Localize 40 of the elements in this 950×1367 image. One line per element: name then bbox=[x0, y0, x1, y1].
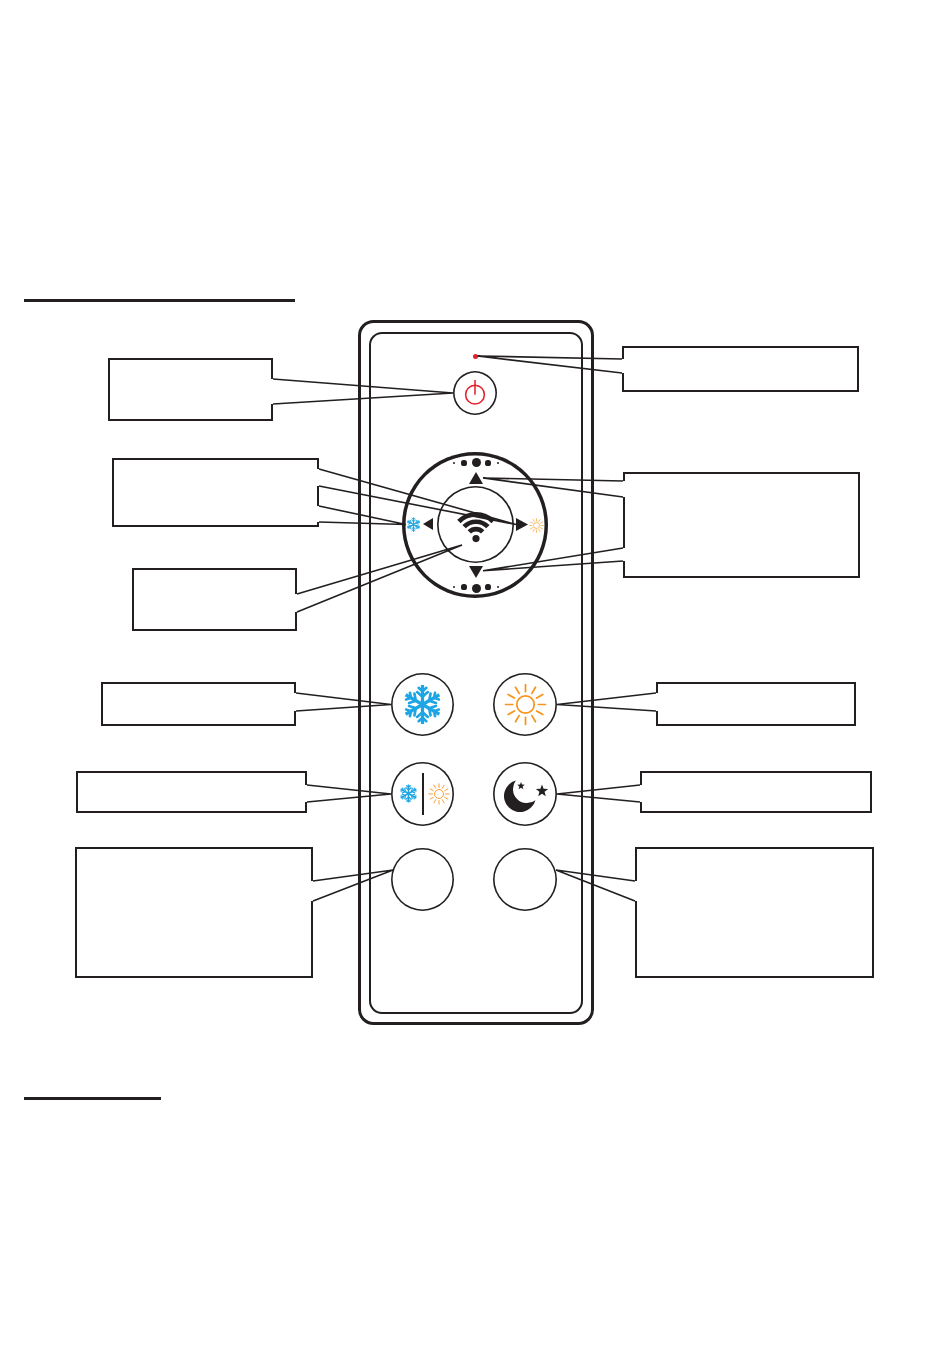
down-arrow-icon bbox=[469, 566, 483, 578]
callout-box bbox=[635, 847, 874, 978]
leader-line bbox=[296, 544, 463, 613]
round-button bbox=[391, 848, 454, 911]
leader-line bbox=[482, 477, 624, 498]
callout-box bbox=[640, 771, 872, 813]
round-button bbox=[493, 848, 557, 911]
leader-line bbox=[476, 355, 623, 374]
snowflake-icon bbox=[406, 517, 421, 532]
callout-box bbox=[623, 472, 860, 578]
snowflake-button bbox=[391, 673, 454, 736]
sun-button bbox=[493, 673, 557, 736]
indicator-light bbox=[472, 353, 478, 359]
remote-control-body bbox=[358, 320, 594, 1025]
callout-box bbox=[75, 847, 313, 978]
leader-line bbox=[556, 692, 657, 712]
leader-line bbox=[482, 547, 624, 572]
callout-box bbox=[108, 358, 273, 421]
right-arrow-icon bbox=[516, 518, 528, 531]
leader-line bbox=[318, 505, 407, 526]
leader-line bbox=[555, 869, 636, 902]
leader-line bbox=[318, 468, 517, 526]
left-arrow-icon bbox=[423, 518, 433, 530]
callout-box bbox=[656, 682, 856, 726]
callout-box bbox=[76, 771, 307, 813]
snowflake-sun-button bbox=[391, 762, 454, 826]
leader-line bbox=[556, 784, 641, 803]
power-button bbox=[453, 371, 497, 415]
up-arrow-icon bbox=[469, 472, 483, 484]
callout-box bbox=[132, 568, 297, 631]
leader-line bbox=[272, 378, 454, 405]
callout-box bbox=[112, 458, 319, 527]
leader-line bbox=[306, 784, 392, 803]
leader-line bbox=[312, 869, 394, 902]
direction-dial bbox=[402, 452, 548, 598]
moon-button bbox=[493, 762, 557, 826]
center-button bbox=[437, 486, 514, 563]
callout-box bbox=[622, 346, 859, 392]
callout-box bbox=[101, 682, 296, 726]
leader-line bbox=[295, 692, 392, 712]
